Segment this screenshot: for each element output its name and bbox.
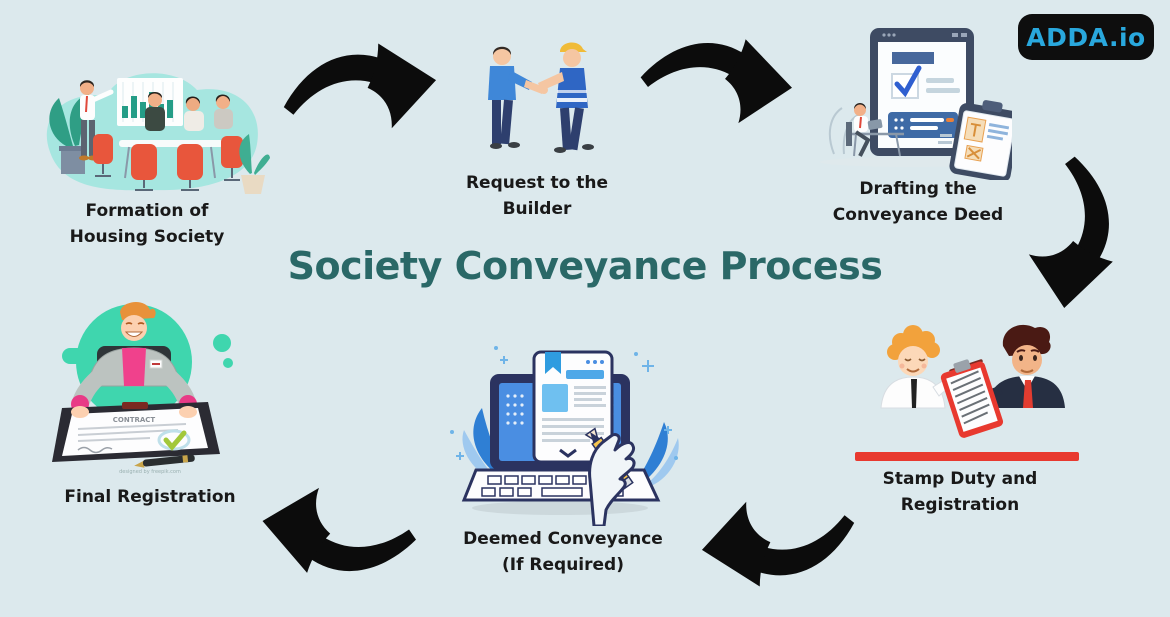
handshake-illustration: [448, 36, 623, 174]
step-label-formation: Formation of Housing Society: [69, 201, 225, 248]
page-title: Society Conveyance Process: [287, 244, 883, 288]
person-left: [880, 325, 983, 409]
watermark-text: designed by freepik.com: [119, 469, 181, 475]
laptop-writing-illustration: [442, 338, 684, 526]
adda-logo-badge: ADDA.io: [1018, 14, 1154, 60]
contract-icon: CONTRACT: [52, 402, 220, 462]
clipboard-signing-illustration: [853, 316, 1081, 464]
table-bar: [855, 452, 1079, 461]
arrow-deemed-to-final: [252, 487, 424, 594]
arrow-drafting-to-stampduty: [1015, 156, 1145, 308]
team-meeting-illustration: [35, 52, 270, 202]
signature-squiggle: [77, 446, 113, 454]
signed-document-icon: [940, 359, 1004, 438]
document-drafting-illustration: [812, 22, 1012, 180]
step-label-request: Request to the Builder: [465, 173, 609, 220]
arrow-request-to-drafting: [634, 20, 800, 124]
hand-icon: [588, 433, 636, 526]
step-label-drafting: Drafting the Conveyance Deed: [832, 179, 1004, 226]
checkmark-icon: [894, 65, 922, 98]
step-label-stamp-duty: Stamp Duty and Registration: [882, 469, 1038, 516]
approved-check-icon: [163, 430, 187, 451]
arrow-formation-to-request: [276, 30, 440, 136]
step-label-final: Final Registration: [64, 487, 236, 507]
clipboard-icon: [949, 100, 1012, 180]
step-label-deemed: Deemed Conveyance (If Required): [463, 529, 663, 576]
bookmark-icon: [545, 352, 561, 374]
arrow-stampduty-to-deemed: [696, 494, 864, 600]
pen-icon: [134, 454, 195, 468]
contract-presentation-illustration: CONTRACT designed by freepik.com: [50, 290, 252, 478]
contract-title-text: CONTRACT: [113, 416, 156, 424]
adda-logo-text: ADDA.io: [1026, 22, 1146, 52]
